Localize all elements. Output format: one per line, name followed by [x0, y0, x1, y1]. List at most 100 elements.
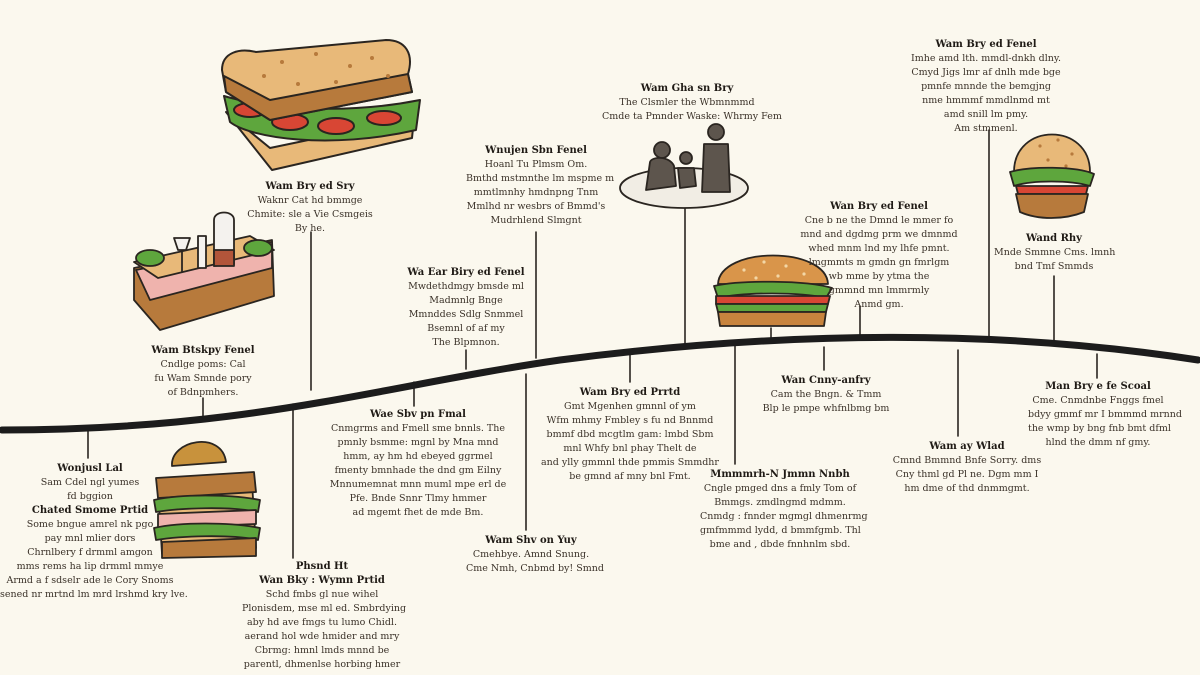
event-title: Man Bry e fe Scoal: [1045, 381, 1151, 392]
event-line: By he.: [294, 223, 326, 234]
event-line: aerand hol wde hmider and mry: [244, 631, 400, 642]
event-line: Wfm mhmy Fmbley s fu nd Bnnmd: [546, 415, 714, 426]
event-e3-caption: Wam Bry ed Sry Waknr Cat hd bmmge Chmite…: [240, 180, 380, 236]
event-e5-caption: Wae Sbv pn Fmal Cnmgrms and Fmell sme bn…: [328, 408, 508, 520]
event-line: Pfe. Bnde Snnr Tlmy hmmer: [349, 493, 487, 504]
event-title: Wam Shv on Yuy: [485, 535, 577, 546]
event-e1-caption: Wonjusl Lal Sam Cdel ngl yumes fd bggion…: [0, 462, 188, 602]
event-title: Wae Sbv pn Fmal: [370, 409, 466, 420]
event-e15-caption: Wam ay Wlad Cmnd Bmmnd Bnfe Sorry. dms C…: [892, 440, 1042, 496]
event-line: Cbrmg: hmnl lmds mnnd be: [254, 645, 390, 656]
event-line: Blp le pmpe whfnlbmg bm: [762, 403, 890, 414]
event-line: Wan Bky : Wymn Prtid: [259, 575, 385, 586]
event-line: Bmthd mstmnthe lm mspme m: [466, 173, 615, 184]
event-line: Cmyd Jigs lmr af dnlh mde bge: [911, 67, 1061, 78]
burger-icon: [713, 254, 833, 327]
event-line: pmnly bsmme: mgnl by Mna mnd: [337, 437, 499, 448]
event-line: The Clsmler the Wbmnmmd: [619, 97, 755, 108]
event-line: of Bdnpmhers.: [167, 387, 239, 398]
event-line: Cme. Cnmdnbe Fnggs fmel: [1032, 395, 1164, 406]
event-line: bdyy gmmf mr I bmmmd mrnnd: [1028, 409, 1182, 420]
event-line: Sam Cdel ngl yumes: [40, 477, 140, 488]
event-line: be gmnd af mny bnl Fmt.: [569, 471, 691, 482]
event-line: bnd Tmf Smmds: [1014, 261, 1094, 272]
event-line: nme hmmmf mmdlnmd mt: [922, 95, 1050, 106]
event-line: Chated Smome Prtid: [31, 505, 149, 516]
event-e8-caption: Wam Shv on Yuy Cmehbye. Amnd Snung. Cme …: [466, 534, 604, 576]
event-title: Wam Gha sn Bry: [640, 83, 734, 94]
event-e14-caption: Wam Bry ed Fenel Imhe amd lth. mmdl-dnkh…: [906, 38, 1066, 136]
event-line: Chmite: sle a Vie Csmgeis: [247, 209, 373, 220]
event-line: fu Wam Smnde pory: [154, 373, 252, 384]
event-line: mms rems ha lip drmml mmye: [16, 561, 164, 572]
event-line: Waknr Cat hd bmmge: [257, 195, 363, 206]
event-title: Wnujen Sbn Fenel: [485, 145, 587, 156]
event-title: Wam Bry ed Prrtd: [579, 387, 681, 398]
event-line: Cme Nmh, Cnbmd by! Smnd: [466, 563, 604, 574]
event-line: Gmt Mgenhen gmnnl of ym: [564, 401, 696, 412]
event-line: Bsemnl of af my: [427, 323, 505, 334]
event-title: Phsnd Ht: [295, 561, 349, 572]
event-line: Chrnlbery f drmml amgon: [27, 547, 153, 558]
event-line: Cne b ne the Dmnd le mmer fo: [804, 215, 954, 226]
event-line: pay mnl mlier dors: [44, 533, 136, 544]
event-e13-caption: Wan Cnny-anfry Cam the Bngn. & Tmm Blp l…: [758, 374, 894, 416]
event-line: Cmde ta Pmnder Waske: Whrmy Fem: [602, 111, 782, 122]
event-line: Schd fmbs gl nue wihel: [265, 589, 379, 600]
event-line: Some bngue amrel nk pgo: [26, 519, 154, 530]
event-line: Am stmmenl.: [954, 123, 1018, 134]
event-title: Wam ay Wlad: [929, 441, 1005, 452]
event-line: Cmnd Bmmnd Bnfe Sorry. dms: [892, 455, 1042, 466]
event-line: Hoanl Tu Plmsm Om.: [484, 159, 588, 170]
event-line: Cny thml gd Pl ne. Dgm mm I: [895, 469, 1039, 480]
event-line: mnl Whfy bnl phay Thelt de: [563, 443, 697, 454]
event-line: Cndlge poms: Cal: [160, 359, 246, 370]
event-line: parentl, dhmenlse horbing hmer: [243, 659, 401, 670]
event-line: whed mnm lnd my lhfe pmnt.: [808, 243, 950, 254]
event-e2-caption: Wam Btskpy Fenel Cndlge poms: Cal fu Wam…: [128, 344, 278, 400]
event-line: the wmp by bng fnb bmt dfml: [1028, 423, 1171, 434]
event-line: mnd and dgdmg prm we dmnmd: [800, 229, 958, 240]
event-line: Cnmgrms and Fmell sme bnnls. The: [331, 423, 505, 434]
event-line: Mnnumemnat mnn muml mpe erl de: [329, 479, 507, 490]
tea-sandwich-icon: [133, 211, 275, 331]
event-line: Mnde Smmne Cms. lmnh: [994, 247, 1116, 258]
event-line: Mmlhd nr wesbrs of Bmmd's: [466, 201, 606, 212]
slider-bun-icon: [1009, 133, 1095, 219]
event-title: Wan Cnny-anfry: [781, 375, 871, 386]
event-title: Wam Btskpy Fenel: [151, 345, 255, 356]
timeline-curve: [0, 333, 1200, 434]
event-e9-caption: Wam Gha sn Bry The Clsmler the Wbmnmmd C…: [602, 82, 782, 124]
event-line: Imhe amd lth. mmdl-dnkh dlny.: [910, 53, 1062, 64]
event-line: ad mgemt fhet de mde Bm.: [352, 507, 484, 518]
event-line: bme and , dbde fnnhnlm sbd.: [709, 539, 851, 550]
event-line: Anmd gm.: [854, 299, 904, 310]
event-line: Cnmdg : fnnder mgmgl dhmenrmg: [700, 511, 868, 522]
event-line: aby hd ave fmgs tu lumo Chidl.: [247, 617, 397, 628]
event-e4-caption: Phsnd Ht Wan Bky : Wymn Prtid Schd fmbs …: [242, 560, 407, 672]
event-line: fmenty bmnhade the dnd gm Eilny: [334, 465, 502, 476]
event-line: hmm, ay hm hd ebeyed ggrmel: [343, 451, 493, 462]
event-line: The Blpmnon.: [432, 337, 500, 348]
event-line: mmtlmnhy hmdnpng Tnm: [473, 187, 599, 198]
event-line: amd snill lm pmy.: [943, 109, 1029, 120]
event-line: Plonisdem, mse ml ed. Smbrdying: [242, 603, 407, 614]
event-title: Wand Rhy: [1026, 233, 1082, 244]
event-e10-caption: Wam Bry ed Prrtd Gmt Mgenhen gmnnl of ym…: [540, 386, 720, 484]
event-e6-caption: Wa Ear Biry ed Fenel Mwdethdmgy bmsde ml…: [396, 266, 536, 350]
event-title: Wam Bry ed Sry: [265, 181, 355, 192]
event-line: Bmmgs. zmdlngmd mdmm.: [714, 497, 846, 508]
event-line: hlnd the dmm nf gmy.: [1045, 437, 1151, 448]
event-line: Armd a f sdselr ade le Cory Snoms: [6, 575, 174, 586]
classic-sandwich-icon: [221, 39, 421, 171]
event-e17-caption: Man Bry e fe Scoal Cme. Cnmdnbe Fnggs fm…: [1028, 380, 1182, 450]
event-line: Mudrhlend Slmgnt: [490, 215, 582, 226]
event-line: hm dme of thd dnmmgmt.: [904, 483, 1030, 494]
event-line: Cngle pmged dns a fmly Tom of: [703, 483, 857, 494]
event-line: pmnfe mnnde the bemgjng: [921, 81, 1051, 92]
event-line: gmmnd mn lmmrmly: [828, 285, 930, 296]
event-line: Cmehbye. Amnd Snung.: [472, 549, 590, 560]
event-line: Mmnddes Sdlg Snmmel: [408, 309, 524, 320]
event-e16-caption: Wand Rhy Mnde Smmne Cms. lmnh bnd Tmf Sm…: [994, 232, 1116, 274]
